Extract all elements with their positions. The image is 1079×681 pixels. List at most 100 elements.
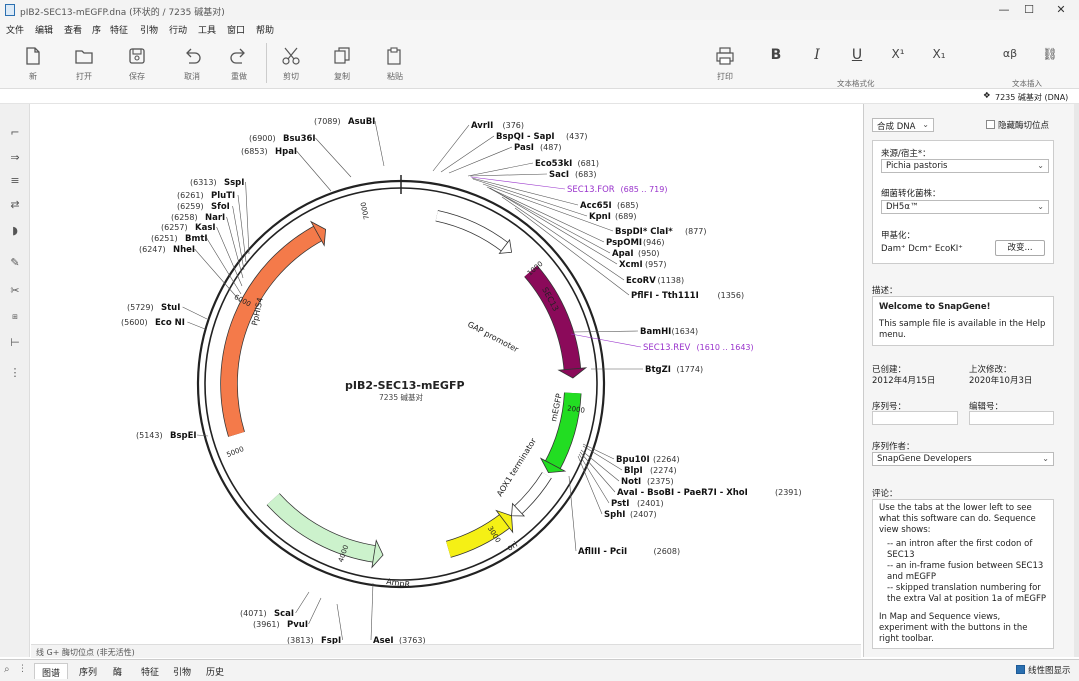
zoom-level-icon[interactable]: ⊞: [12, 313, 18, 321]
select-tool-icon[interactable]: ⌐: [10, 126, 20, 139]
maximize-button[interactable]: ☐: [1024, 3, 1034, 16]
split-tool-icon[interactable]: ⇄: [10, 198, 20, 211]
site-leader: [579, 451, 616, 493]
site-name: PflFI - Tth111I: [631, 291, 699, 301]
tab-sequence[interactable]: 序列: [79, 668, 98, 678]
new-button[interactable]: 新: [9, 43, 57, 87]
menu-window[interactable]: 窗口: [227, 26, 246, 36]
site-name: Eco53kI: [535, 159, 572, 169]
tab-history[interactable]: 历史: [206, 668, 225, 678]
site-name: KpnI: [589, 212, 611, 222]
enzyme-site-right: ApaI(950): [488, 187, 660, 259]
italic-button[interactable]: I: [814, 47, 820, 63]
site-position: (487): [540, 143, 562, 152]
version-field[interactable]: [969, 411, 1054, 425]
site-leader: [206, 237, 242, 295]
author-select[interactable]: SnapGene Developers⌄: [872, 452, 1054, 466]
site-leader: [472, 178, 588, 217]
chevron-down-icon: ⌄: [1037, 161, 1044, 170]
site-leader: [489, 187, 618, 265]
copy-button[interactable]: 复制: [318, 43, 366, 87]
ruler-icon[interactable]: ⊢: [10, 336, 20, 349]
arrow-tool-icon[interactable]: ⇒: [10, 151, 20, 164]
bold-button[interactable]: B: [770, 47, 782, 63]
view-tabs: ⌕ ⋮ 图谱 序列 酶 特征 引物 历史 线性图显示: [0, 659, 1079, 681]
topology-select[interactable]: 合成 DNA⌄: [872, 118, 934, 132]
comment-line: -- an in-frame fusion between SEC13 and …: [887, 561, 1044, 582]
link-button[interactable]: ⛓: [1042, 47, 1058, 61]
enzyme-site-right: PflFI - Tth111I(1356): [514, 207, 744, 301]
tab-features[interactable]: 特征: [141, 668, 160, 678]
site-leader: [486, 186, 605, 243]
print-button[interactable]: 打印: [701, 43, 749, 87]
paste-button[interactable]: 粘贴: [371, 43, 419, 87]
menu-primers[interactable]: 引物: [140, 26, 159, 36]
description-box[interactable]: Welcome to SnapGene! This sample file is…: [872, 296, 1054, 346]
search-icon[interactable]: ⌕: [4, 664, 10, 675]
tabs-menu-icon[interactable]: ⋮: [18, 664, 27, 674]
circular-view-icon[interactable]: ◗: [12, 224, 18, 237]
menu-file[interactable]: 文件: [6, 26, 25, 36]
menu-edit[interactable]: 编辑: [35, 26, 54, 36]
accession-field[interactable]: [872, 411, 958, 425]
site-leader: [470, 176, 566, 190]
menu-sequence[interactable]: 序: [92, 26, 102, 36]
strain-select[interactable]: DH5α™⌄: [881, 200, 1049, 214]
subscript-button[interactable]: X₁: [932, 47, 946, 61]
linear-map-checkbox[interactable]: [1016, 665, 1025, 674]
gap-feature: [435, 210, 513, 254]
save-button[interactable]: 保存: [113, 43, 161, 87]
tick-label: 7000: [359, 201, 371, 220]
change-methylation-button[interactable]: 改变...: [995, 240, 1045, 256]
open-button[interactable]: 打开: [60, 43, 108, 87]
minimize-button[interactable]: —: [998, 3, 1010, 16]
close-button[interactable]: ✕: [1056, 3, 1066, 16]
site-leader: [216, 226, 243, 287]
enzyme-site-left: (6257)KasI: [161, 223, 243, 287]
enzyme-tool-icon[interactable]: ✂: [10, 284, 20, 297]
greek-button[interactable]: αβ: [1002, 47, 1018, 60]
enzyme-site-right: Eco53kI(681): [467, 159, 599, 177]
menu-actions[interactable]: 行动: [169, 26, 188, 36]
tab-enzymes[interactable]: 酶: [113, 668, 123, 678]
comments-box[interactable]: Use the tabs at the lower left to see wh…: [872, 499, 1054, 649]
site-leader: [196, 434, 209, 437]
tick-label: 5000: [226, 445, 246, 459]
site-position: (685): [617, 201, 639, 210]
site-position: (950): [638, 249, 660, 258]
undo-button[interactable]: 取消: [168, 43, 216, 87]
redo-button[interactable]: 重做: [215, 43, 263, 87]
superscript-button[interactable]: X¹: [891, 47, 905, 61]
menu-help[interactable]: 帮助: [256, 26, 275, 36]
enzyme-site-right: AflIII - PciI(2608): [568, 475, 680, 557]
site-leader: [448, 146, 513, 174]
site-position: (946): [643, 238, 665, 247]
menu-tools[interactable]: 工具: [198, 26, 217, 36]
menu-features[interactable]: 特征: [110, 26, 129, 36]
undo-label: 取消: [184, 72, 200, 81]
site-position: (6900): [249, 134, 276, 143]
panel-scrollbar[interactable]: [1074, 104, 1079, 657]
pen-tool-icon[interactable]: ✎: [10, 256, 20, 269]
tab-map[interactable]: 图谱: [34, 663, 69, 679]
tab-primers[interactable]: 引物: [173, 668, 192, 678]
organism-select[interactable]: Pichia pastoris⌄: [881, 159, 1049, 173]
menu-view[interactable]: 查看: [64, 26, 83, 36]
underline-button[interactable]: U: [851, 47, 863, 63]
cut-button[interactable]: 剪切: [267, 43, 315, 87]
linear-view-icon[interactable]: ≡: [10, 174, 20, 187]
megfp-arc: [544, 392, 581, 471]
enzyme-site-left: (6900)Bsu36I: [249, 134, 352, 178]
linear-map-label: 线性图显示: [1028, 666, 1071, 676]
copy-icon: [334, 47, 350, 64]
site-position: (957): [645, 260, 667, 269]
enzyme-set-label[interactable]: 线 G+ 酶切位点 (非无活性): [36, 648, 135, 657]
grid-icon[interactable]: ⋮: [9, 366, 21, 379]
ampr-arc: [267, 493, 378, 563]
window-title: pIB2-SEC13-mEGFP.dna (环状的 / 7235 碱基对): [20, 8, 225, 18]
hide-enzymes-checkbox[interactable]: [986, 120, 995, 129]
site-leader: [374, 120, 385, 167]
site-position: (877): [685, 227, 707, 236]
